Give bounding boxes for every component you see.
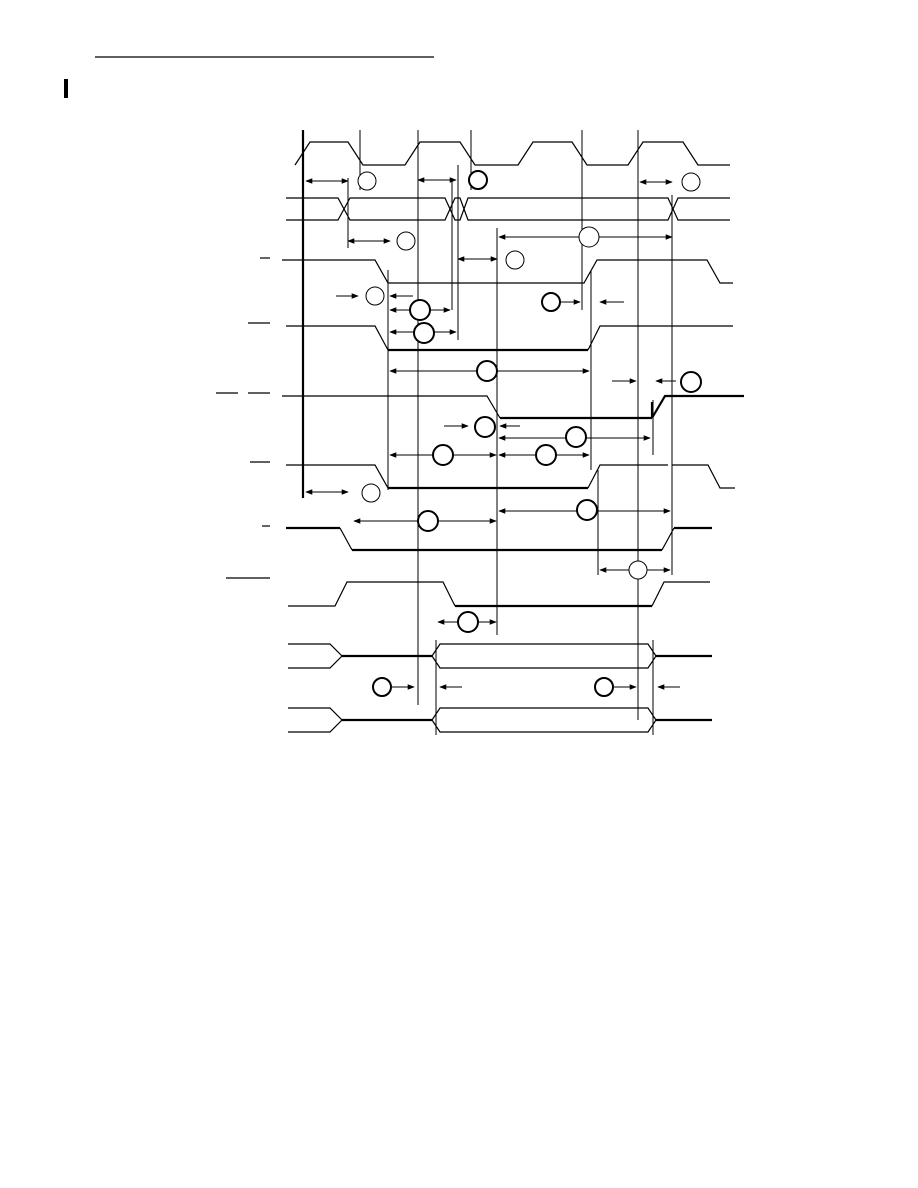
callout-bubble — [396, 231, 416, 251]
callout-bubble — [505, 250, 525, 270]
callout-bubble — [409, 299, 431, 321]
callout-bubble — [681, 172, 701, 192]
address-bus-waveform — [286, 197, 730, 221]
callout-bubble — [361, 483, 381, 503]
callout-bubble — [468, 170, 488, 190]
signal-row-3 — [260, 257, 733, 284]
callout-bubble — [365, 286, 385, 306]
section-marker — [64, 79, 68, 98]
callout-bubble — [417, 510, 439, 532]
callout-bubble — [432, 444, 454, 466]
callout-bubble — [457, 611, 479, 633]
callout-bubble — [680, 371, 702, 393]
signal-row-7 — [262, 525, 712, 552]
callout-bubble — [474, 416, 496, 438]
timing-callouts — [357, 170, 702, 697]
callout-bubble — [541, 292, 561, 312]
callout-bubble — [565, 426, 587, 448]
clock-waveform — [294, 141, 730, 166]
callout-bubble — [476, 360, 498, 382]
callout-bubble — [594, 677, 614, 697]
callout-bubble — [576, 499, 598, 521]
callout-bubble — [628, 560, 648, 580]
callout-bubble — [578, 226, 600, 248]
data-bus-waveform-1 — [288, 643, 712, 669]
signal-row-8 — [226, 577, 710, 608]
callout-bubble — [372, 677, 392, 697]
signal-row-6 — [250, 461, 735, 490]
callout-bubble — [413, 322, 435, 344]
signal-row-5 — [216, 392, 744, 420]
signal-row-4 — [248, 322, 733, 352]
reference-lines — [301, 130, 673, 735]
callout-bubble — [535, 444, 557, 466]
callout-bubble — [357, 171, 377, 191]
data-bus-waveform-2 — [288, 707, 712, 733]
